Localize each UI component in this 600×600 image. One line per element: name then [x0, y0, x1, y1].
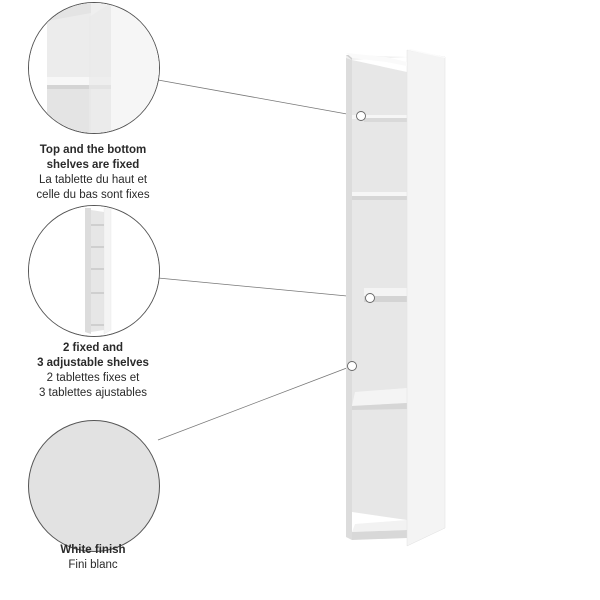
left-side-panel: [346, 55, 352, 540]
detail-circle-shelves: [28, 205, 160, 337]
callout-subtitle-line: 3 tablettes ajustables: [38, 387, 148, 399]
callout-subtitle-line: 2 tablettes fixes et: [46, 372, 140, 384]
callout-caption-shelves: 2 fixed and 3 adjustable shelves 2 table…: [0, 341, 186, 401]
detail-circle-top-shelf: [28, 2, 160, 134]
callout-dot-middle: [365, 293, 375, 303]
finish-swatch-circle: [28, 420, 160, 552]
callout-title-line: Top and the bottom: [39, 144, 147, 156]
leader-line-finish: [157, 365, 353, 441]
right-side-panel: [406, 49, 446, 547]
callout-dot-top: [356, 111, 366, 121]
callout-subtitle-line: celle du bas sont fixes: [36, 189, 150, 201]
leader-line-adjustable-shelf: [157, 277, 369, 299]
callout-caption-finish: White finish Fini blanc: [0, 543, 186, 573]
callout-caption-top-shelf: Top and the bottom shelves are fixed La …: [0, 143, 186, 203]
callout-subtitle-line: Fini blanc: [68, 559, 118, 571]
shelves-thumbnail-image: [29, 206, 159, 336]
top-shelf-detail-image: [29, 3, 159, 133]
callout-title-line: 2 fixed and: [62, 342, 124, 354]
callout-title-line: White finish: [60, 544, 126, 556]
leader-line-top-shelf: [157, 79, 359, 117]
callout-dot-finish: [347, 361, 357, 371]
callout-title-line: 3 adjustable shelves: [37, 357, 149, 369]
callout-subtitle-line: La tablette du haut et: [38, 174, 148, 186]
callout-title-line: shelves are fixed: [46, 159, 140, 171]
